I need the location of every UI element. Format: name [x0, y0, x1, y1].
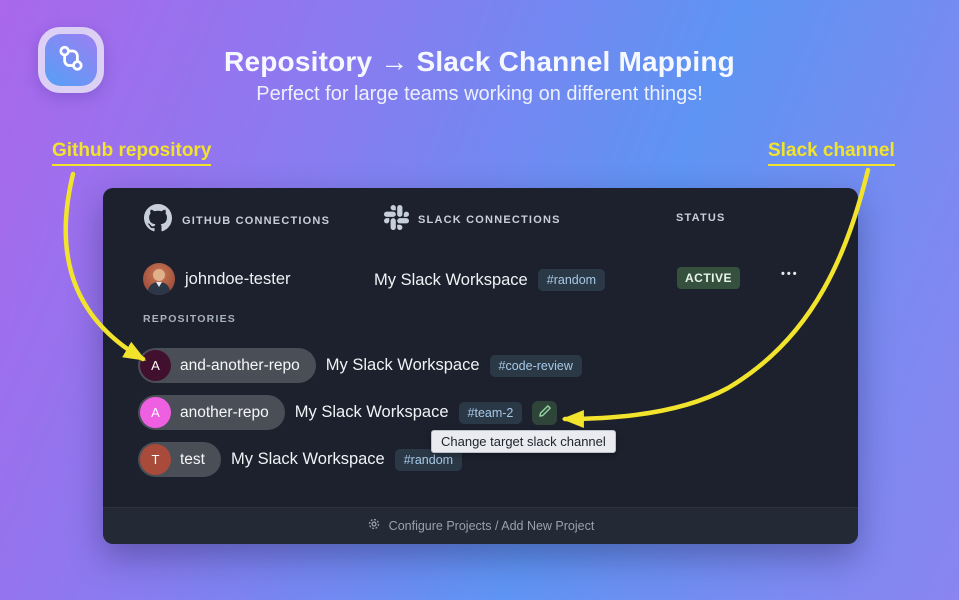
page-title: Repository → Slack Channel Mapping — [224, 46, 735, 77]
repo-name: test — [180, 450, 205, 468]
repositories-section-label: REPOSITORIES — [143, 313, 236, 325]
app-logo — [38, 27, 104, 93]
repo-channel-chip: #random — [394, 448, 463, 471]
repo-avatar: A — [140, 397, 171, 428]
github-connections-header: GITHUB CONNECTIONS — [144, 204, 330, 237]
slack-connections-header: SLACK CONNECTIONS — [384, 205, 561, 235]
page-subtitle: Perfect for large teams working on diffe… — [256, 83, 703, 105]
workspace-name: My Slack Workspace — [374, 270, 528, 289]
edit-channel-button[interactable] — [532, 400, 558, 425]
connections-card: GITHUB CONNECTIONS SLACK CONNECTIONS STA… — [103, 188, 858, 544]
repo-pill-and-another-repo[interactable]: A and-another-repo — [138, 348, 316, 383]
repo-row: A and-another-repo My Slack Workspace #c… — [138, 348, 582, 383]
repo-pill-another-repo[interactable]: A another-repo — [138, 395, 285, 430]
repo-channel-chip: #code-review — [489, 354, 582, 377]
status-badge: ACTIVE — [677, 267, 741, 289]
slack-icon — [384, 205, 409, 235]
user-avatar — [143, 263, 175, 295]
github-icon — [144, 204, 172, 237]
pencil-icon — [538, 404, 552, 421]
channel-chip: #random — [537, 269, 606, 291]
repo-workspace: My Slack Workspace — [325, 356, 480, 374]
repo-row: A another-repo My Slack Workspace #team-… — [138, 395, 558, 430]
app-logo-inner — [45, 34, 97, 86]
repo-channel-chip: #team-2 — [458, 401, 523, 424]
tooltip-change-channel: Change target slack channel — [431, 430, 616, 453]
gear-icon — [367, 517, 381, 536]
configure-projects-button[interactable]: Configure Projects / Add New Project — [103, 507, 858, 544]
callout-github-repository: Github repository — [52, 140, 212, 166]
repo-avatar: T — [140, 444, 171, 475]
github-connections-label: GITHUB CONNECTIONS — [182, 214, 331, 227]
status-header-label: STATUS — [676, 212, 726, 224]
callout-slack-channel: Slack channel — [768, 140, 895, 166]
git-compare-icon — [54, 41, 88, 80]
repo-workspace: My Slack Workspace — [230, 450, 385, 468]
github-user-name: johndoe-tester — [185, 270, 291, 288]
repo-name: and-another-repo — [180, 356, 300, 374]
repo-workspace: My Slack Workspace — [294, 403, 449, 421]
row-menu-button[interactable]: ••• — [781, 268, 799, 280]
repo-pill-test[interactable]: T test — [138, 442, 221, 477]
connection-workspace: My Slack Workspace #random — [374, 269, 606, 291]
repo-row: T test My Slack Workspace #random — [138, 442, 463, 477]
configure-projects-label: Configure Projects / Add New Project — [388, 519, 595, 533]
repo-avatar: A — [140, 350, 171, 381]
repo-name: another-repo — [180, 403, 269, 421]
slack-connections-label: SLACK CONNECTIONS — [418, 214, 561, 226]
